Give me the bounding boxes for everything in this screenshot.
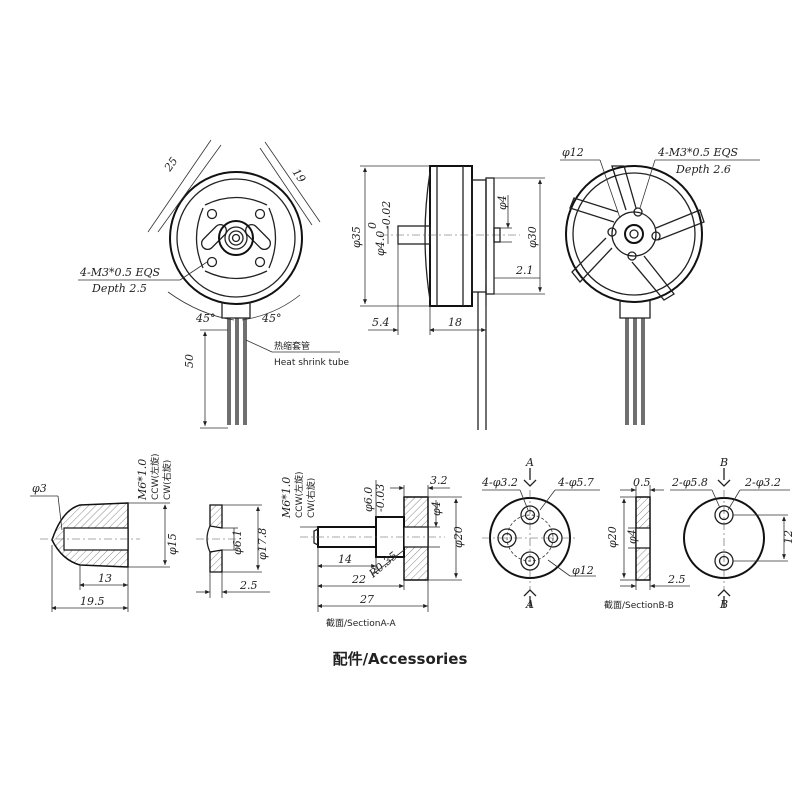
plate-b-section-drawing: φ20 φ4 0.5 2.5 截面/SectionB-B — [604, 476, 690, 611]
side-view: φ35 φ4.0 0 -0.02 φ4 φ30 2.1 5.4 18 — [350, 165, 545, 430]
plate-b-holes-32: 2-φ3.2 — [744, 476, 781, 489]
spinner-len-13: 13 — [98, 572, 112, 585]
washer-thick-25: 2.5 — [239, 579, 258, 592]
dim-25: 25 — [161, 155, 180, 175]
front-screw-depth: Depth 2.5 — [91, 282, 147, 295]
angle-left-45: 45° — [195, 312, 216, 325]
adapter-radius: R0.35 — [366, 549, 400, 581]
angle-right-45: 45° — [261, 312, 282, 325]
plate-b-holes-58: 2-φ5.8 — [671, 476, 708, 489]
adapter-drawing: M6*1.0 CCW(左旋) CW(右旋) φ6.0 -0.03 3.2 φ4 … — [280, 472, 465, 630]
adapter-section-label: 截面/SectionA-A — [326, 617, 396, 629]
adapter-len-27: 27 — [359, 593, 374, 606]
front-hub — [218, 220, 254, 256]
front-view: 25 19 4-M3*0.5 EQS Depth 2.5 45° 45° 50 … — [78, 139, 350, 429]
side-dia-4: φ4 — [496, 195, 509, 210]
adapter-dim-32: 3.2 — [430, 474, 448, 487]
screw-hole — [206, 208, 218, 220]
rear-view: φ12 4-M3*0.5 EQS Depth 2.6 — [560, 146, 760, 425]
adapter-ccw: CCW(左旋) — [293, 472, 305, 519]
adapter-len-22: 22 — [351, 573, 366, 586]
front-inner-circle — [176, 178, 296, 298]
plate-b-dim-12: 12 — [782, 530, 795, 544]
section-a-bottom: A — [525, 598, 534, 611]
rear-screw-hole — [651, 231, 661, 241]
rear-screw-depth: Depth 2.6 — [675, 163, 731, 176]
plate-b-dim-05: 0.5 — [633, 476, 651, 489]
side-dia-35: φ35 — [350, 226, 363, 248]
side-shaft-tol-top: 0 — [366, 222, 379, 229]
spinner-dia-3: φ3 — [32, 482, 47, 495]
heat-shrink-cn: 热缩套管 — [274, 340, 310, 352]
spinner-dia-15: φ15 — [166, 533, 179, 555]
spinner-ccw: CCW(左旋) — [149, 454, 161, 501]
screw-hole — [206, 256, 218, 268]
washer-dia-178: φ17.8 — [256, 528, 269, 560]
screw-hole — [254, 208, 266, 220]
plate-b-drawing: B B 2-φ5.8 2-φ3.2 12 — [670, 456, 795, 611]
side-dim-18: 18 — [448, 316, 462, 329]
adapter-dia-20: φ20 — [452, 526, 465, 548]
adapter-cw: CW(右旋) — [305, 478, 317, 518]
spinner-len-195: 19.5 — [80, 595, 105, 608]
section-a-top: A — [525, 456, 534, 469]
plate-b-section-label: 截面/SectionB-B — [604, 599, 674, 611]
heat-shrink-en: Heat shrink tube — [274, 358, 350, 368]
side-dim-21: 2.1 — [515, 264, 534, 277]
plate-b-dia-20: φ20 — [606, 526, 619, 548]
adapter-dia-4: φ4 — [430, 501, 443, 516]
spinner-thread: M6*1.0 — [136, 459, 149, 501]
rear-screw-hole — [607, 227, 617, 237]
rear-outer-circle — [565, 165, 703, 303]
washer-drawing: φ6.1 φ17.8 2.5 — [196, 504, 270, 598]
side-flange — [471, 179, 487, 293]
plate-b-dia-4: φ4 — [626, 529, 639, 544]
front-outer-circle — [169, 171, 303, 305]
rear-screw-spec: 4-M3*0.5 EQS — [657, 146, 739, 159]
plate-a-holes-57: 4-φ5.7 — [557, 476, 594, 489]
section-b-bottom: B — [719, 598, 728, 611]
lead-length-50: 50 — [183, 354, 196, 368]
rear-screw-hole — [627, 251, 637, 261]
side-shaft-tol-bot: -0.02 — [380, 201, 393, 229]
side-shaft-dia: φ4.0 — [374, 231, 387, 256]
plate-a-holes-32: 4-φ3.2 — [481, 476, 518, 489]
screw-hole — [254, 256, 266, 268]
side-dia-30: φ30 — [526, 226, 539, 248]
adapter-thread: M6*1.0 — [280, 477, 293, 519]
plate-a-drawing: A A 4-φ3.2 4-φ5.7 φ12 — [481, 456, 600, 611]
spinner-drawing: φ3 M6*1.0 CCW(左旋) CW(右旋) φ15 13 19.5 — [30, 454, 179, 612]
front-screw-spec: 4-M3*0.5 EQS — [79, 266, 161, 279]
adapter-len-14: 14 — [338, 553, 352, 566]
rear-dia-12: φ12 — [562, 146, 584, 159]
rear-screw-hole — [633, 207, 643, 217]
side-dim-54: 5.4 — [372, 316, 390, 329]
washer-dia-61: φ6.1 — [231, 530, 244, 555]
section-b-top: B — [719, 456, 728, 469]
plate-b-thick-25: 2.5 — [667, 573, 686, 586]
adapter-dia-6-tol: -0.03 — [374, 484, 387, 512]
side-body — [429, 165, 473, 307]
accessories-title: 配件/Accessories — [332, 650, 468, 668]
adapter-dia-6: φ6.0 — [362, 487, 375, 512]
spinner-cw: CW(右旋) — [161, 460, 173, 500]
plate-a-dia-12: φ12 — [572, 564, 594, 577]
rear-hub — [624, 224, 644, 244]
